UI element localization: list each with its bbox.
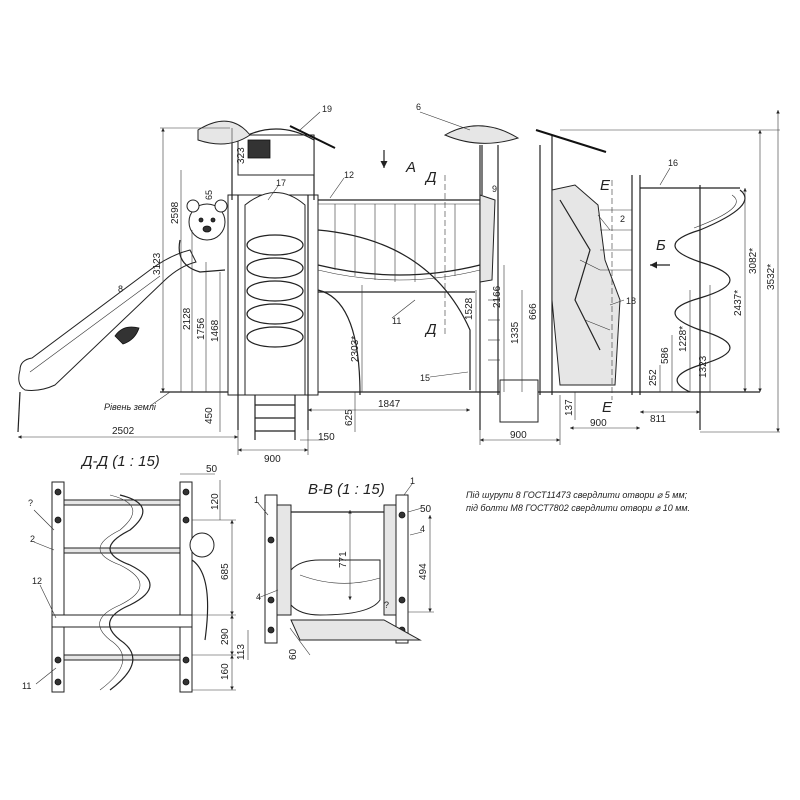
rope-bridge — [317, 199, 481, 396]
dd-marker-2: 2 — [30, 534, 35, 544]
marker-17: 17 — [276, 178, 286, 188]
dim-1323: 1323 — [698, 355, 709, 378]
slide — [17, 249, 197, 433]
dim-150: 150 — [318, 432, 335, 443]
dd-marker-q: ? — [28, 498, 33, 508]
dd-dim-685: 685 — [220, 563, 231, 580]
dim-137: 137 — [564, 399, 575, 416]
marker-12: 12 — [344, 170, 354, 180]
left-tower — [197, 120, 336, 440]
dim-1228: 1228* — [678, 326, 689, 352]
dim-323: 323 — [236, 147, 247, 164]
bb-marker-q: ? — [384, 600, 389, 610]
view-bb-title: В-В (1 : 15) — [308, 481, 385, 498]
dim-1335: 1335 — [510, 321, 521, 344]
dim-2598: 2598 — [170, 201, 181, 224]
marker-6: 6 — [416, 102, 421, 112]
section-mark-d-top: Д — [424, 169, 437, 186]
notes: Під шурупи 8 ГОСТ11473 свердлити отвори … — [466, 490, 690, 513]
view-dd: Д-Д (1 : 15) — [22, 453, 236, 693]
dim-3082: 3082* — [748, 248, 759, 274]
bb-dim-771: 771 — [338, 551, 349, 568]
bb-marker-1-left: 1 — [254, 495, 259, 505]
view-dd-title: Д-Д (1 : 15) — [80, 453, 160, 470]
dim-2303: 2303* — [350, 336, 361, 362]
bb-marker-4-left: 4 — [256, 592, 261, 602]
marker-16: 16 — [668, 158, 678, 168]
dd-dim-120: 120 — [210, 493, 221, 510]
dim-3123: 3123 — [152, 252, 163, 275]
dd-dim-290: 290 — [220, 628, 231, 645]
dim-2437: 2437* — [733, 290, 744, 316]
marker-65: 65 — [204, 190, 214, 200]
dim-900-right: 900 — [590, 418, 607, 429]
dim-1847: 1847 — [378, 399, 401, 410]
dim-625: 625 — [344, 409, 355, 426]
main-markers: 19 6 17 12 9 16 65 8 2 11 15 18 A Д Д Е … — [118, 102, 678, 416]
section-mark-d-bottom: Д — [424, 321, 437, 338]
marker-9: 9 — [492, 184, 497, 194]
marker-11: 11 — [392, 316, 401, 326]
bb-dim-60: 60 — [288, 648, 299, 660]
note-line-2: під болти М8 ГОСТ7802 свердлити отвори ⌀… — [466, 503, 690, 513]
dim-1756: 1756 — [196, 317, 207, 340]
dd-marker-11: 11 — [22, 681, 31, 691]
note-line-1: Під шурупи 8 ГОСТ11473 свердлити отвори … — [466, 490, 688, 500]
dim-3532: 3532* — [766, 264, 777, 290]
bamboo-climber — [551, 184, 621, 386]
ground-leader — [149, 391, 171, 407]
section-mark-b: Б — [656, 237, 666, 254]
bb-dim-50: 50 — [420, 504, 432, 515]
main-dimensions: 323 2598 3123 2128 1756 1468 450 2502 90… — [112, 147, 777, 465]
dd-dim-50: 50 — [206, 464, 218, 475]
dd-marker-12: 12 — [32, 576, 42, 586]
marker-8: 8 — [118, 284, 123, 294]
bb-dim-113: 113 — [236, 644, 247, 660]
bear-figure — [178, 199, 228, 273]
right-tower — [600, 175, 746, 430]
section-mark-e-top: Е — [600, 177, 611, 194]
dim-1528: 1528 — [464, 297, 475, 320]
dim-900-middle: 900 — [510, 430, 527, 441]
dim-666: 666 — [528, 303, 539, 320]
section-mark-e-bottom: Е — [602, 399, 613, 416]
marker-2: 2 — [620, 214, 625, 224]
dim-2166: 2166 — [492, 285, 503, 308]
dim-450: 450 — [204, 407, 215, 424]
bb-marker-1-right: 1 — [410, 476, 415, 486]
dim-1468: 1468 — [210, 319, 221, 342]
middle-tower — [443, 125, 607, 430]
dim-811: 811 — [650, 414, 666, 425]
bb-dim-494: 494 — [418, 563, 429, 580]
bb-marker-4-right: 4 — [420, 524, 425, 534]
marker-19: 19 — [322, 104, 332, 114]
ground-label: Рівень землі — [104, 402, 157, 412]
view-bb: В-В (1 : 15) 1 1 50 4 4 771 — [236, 476, 434, 660]
dim-2128: 2128 — [182, 307, 193, 330]
marker-18: 18 — [626, 296, 636, 306]
dim-252: 252 — [648, 369, 659, 386]
main-elevation: Рівень землі — [17, 110, 780, 455]
dd-dim-160: 160 — [220, 663, 231, 680]
marker-15: 15 — [420, 373, 430, 383]
section-mark-a: A — [405, 159, 416, 176]
dim-586: 586 — [660, 347, 671, 364]
dim-900-left: 900 — [264, 454, 281, 465]
dim-2502: 2502 — [112, 426, 135, 437]
